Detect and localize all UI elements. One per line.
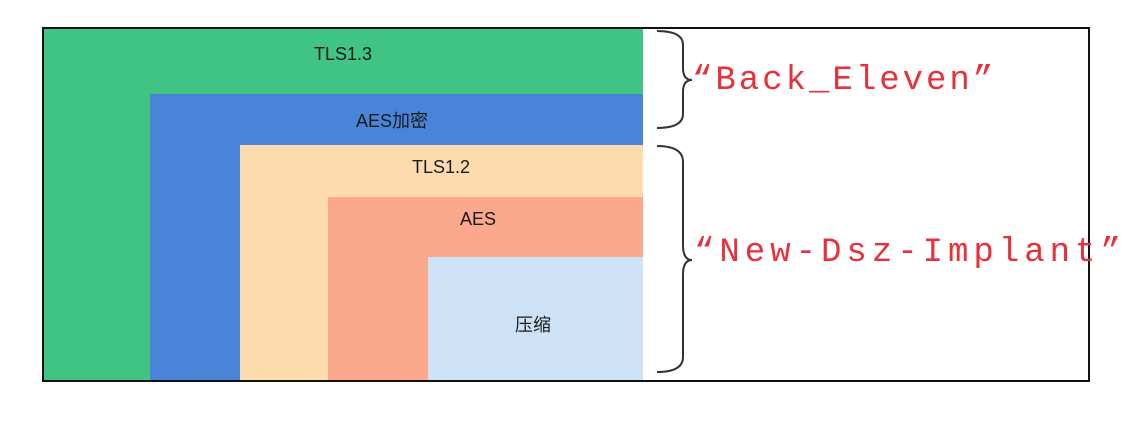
- group-label-back-eleven: “Back_Eleven”: [692, 62, 997, 100]
- label-compression: 压缩: [515, 315, 551, 335]
- layer-compression: [428, 257, 643, 380]
- brace-new-dsz-implant: [656, 145, 693, 373]
- label-tls13: TLS1.3: [313, 44, 373, 64]
- group-label-new-dsz-implant: “New-Dsz-Implant”: [694, 234, 1121, 272]
- label-tls12: TLS1.2: [411, 157, 471, 177]
- brace-back-eleven: [656, 30, 693, 129]
- diagram-frame: [42, 27, 1090, 382]
- label-aes-encryption: AES加密: [355, 111, 429, 131]
- label-aes: AES: [459, 209, 497, 229]
